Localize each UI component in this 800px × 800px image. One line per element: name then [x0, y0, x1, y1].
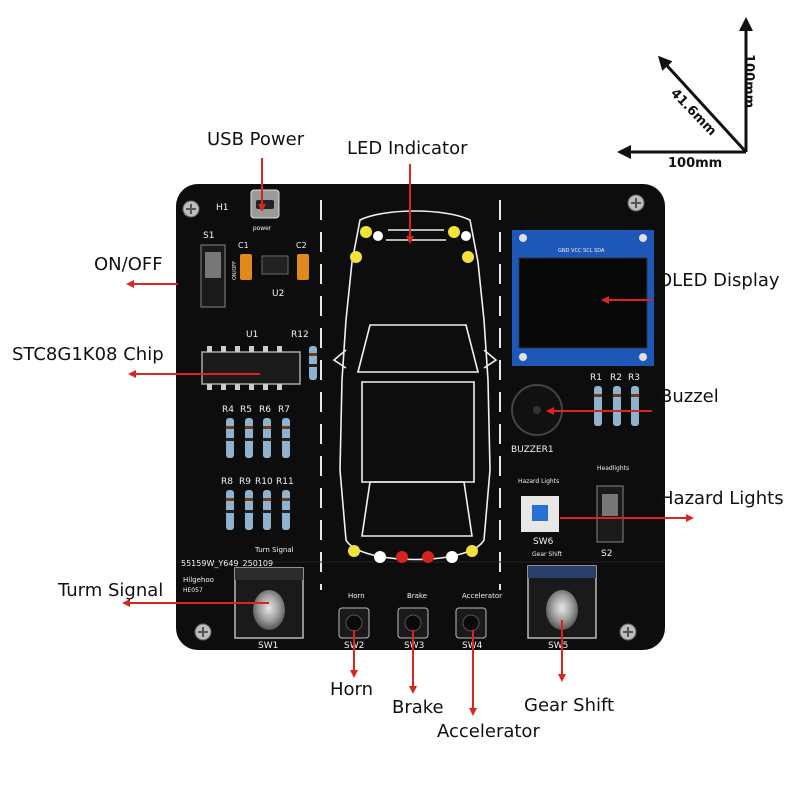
led-indicator-array	[348, 226, 478, 563]
silk-sw1: SW1	[258, 641, 278, 651]
silk-r6: R6	[259, 405, 271, 415]
silk-gear-shift: Gear Shift	[532, 551, 563, 558]
silk-r7: R7	[278, 405, 290, 415]
callout-usb-power: USB Power	[207, 129, 305, 150]
callout-leaders	[122, 158, 694, 716]
silk-r2: R2	[610, 373, 622, 383]
silk-turn-signal: Turn Signal	[254, 546, 294, 554]
silk-r12: R12	[291, 330, 309, 340]
silk-u2: U2	[272, 289, 284, 299]
hazard-button	[521, 496, 559, 532]
silk-brake: Brake	[407, 592, 427, 600]
silk-h1: H1	[216, 203, 229, 213]
silk-r11: R11	[276, 477, 294, 487]
silk-s1: S1	[203, 231, 214, 241]
regulator-u2	[261, 255, 289, 275]
silk-model: HE057	[183, 587, 203, 594]
silk-c2: C2	[296, 241, 307, 250]
dimension-width: 100mm	[668, 156, 723, 171]
silk-on-off: ON/OFF	[232, 261, 238, 280]
resistor-r12	[309, 346, 317, 380]
silk-sw3: SW3	[404, 641, 424, 651]
capacitor-c1	[240, 254, 252, 280]
silk-sw6: SW6	[533, 537, 554, 547]
push-buttons	[338, 607, 487, 639]
silk-serial: 55159W_Y649_250109	[181, 559, 273, 568]
silk-r4: R4	[222, 405, 234, 415]
silk-accelerator: Accelerator	[462, 592, 502, 600]
silk-s2: S2	[601, 549, 612, 559]
silk-r9: R9	[239, 477, 251, 487]
callout-stc-chip: STC8G1K08 Chip	[12, 344, 164, 365]
silk-hazard-lights: Hazard Lights	[518, 478, 559, 485]
resistor-bank	[226, 418, 290, 530]
silk-horn: Horn	[348, 592, 365, 600]
usb-connector	[250, 189, 280, 219]
callout-brake: Brake	[392, 697, 444, 718]
resistors-r1-r3	[594, 386, 639, 426]
callout-accelerator: Accelerator	[437, 721, 540, 742]
screw-icon	[182, 194, 645, 641]
on-off-switch	[200, 244, 226, 308]
silk-oled-pins: GND VCC SCL SDA	[558, 248, 605, 254]
callout-on-off: ON/OFF	[94, 254, 163, 275]
silk-r10: R10	[255, 477, 273, 487]
dimension-height: 100mm	[741, 54, 756, 109]
callout-hazard-lights: Hazard Lights	[660, 488, 784, 509]
silk-brand: Hilgehoo	[183, 576, 214, 584]
car-outline	[332, 210, 498, 561]
callout-oled-display: OLED Display	[658, 270, 780, 291]
stc-chip	[201, 346, 301, 390]
capacitor-c2	[297, 254, 309, 280]
headlight-switch	[596, 485, 624, 543]
silk-r3: R3	[628, 373, 640, 383]
silk-u1: U1	[246, 330, 258, 340]
silk-r1: R1	[590, 373, 602, 383]
callout-gear-shift: Gear Shift	[524, 695, 615, 716]
silk-headlights: Headlights	[597, 465, 629, 472]
callout-led-indicator: LED Indicator	[347, 138, 468, 159]
silk-r5: R5	[240, 405, 252, 415]
silk-c1: C1	[238, 241, 249, 250]
callout-horn: Horn	[330, 679, 374, 700]
callout-buzzel: Buzzel	[660, 386, 719, 407]
dimension-axes	[617, 17, 753, 159]
silk-power: power	[253, 225, 272, 232]
silk-r8: R8	[221, 477, 233, 487]
callout-turn-signal: Turm Signal	[58, 580, 164, 601]
silk-buzzer1: BUZZER1	[511, 445, 554, 455]
oled-module	[512, 230, 654, 366]
silk-sw5: SW5	[548, 641, 568, 651]
